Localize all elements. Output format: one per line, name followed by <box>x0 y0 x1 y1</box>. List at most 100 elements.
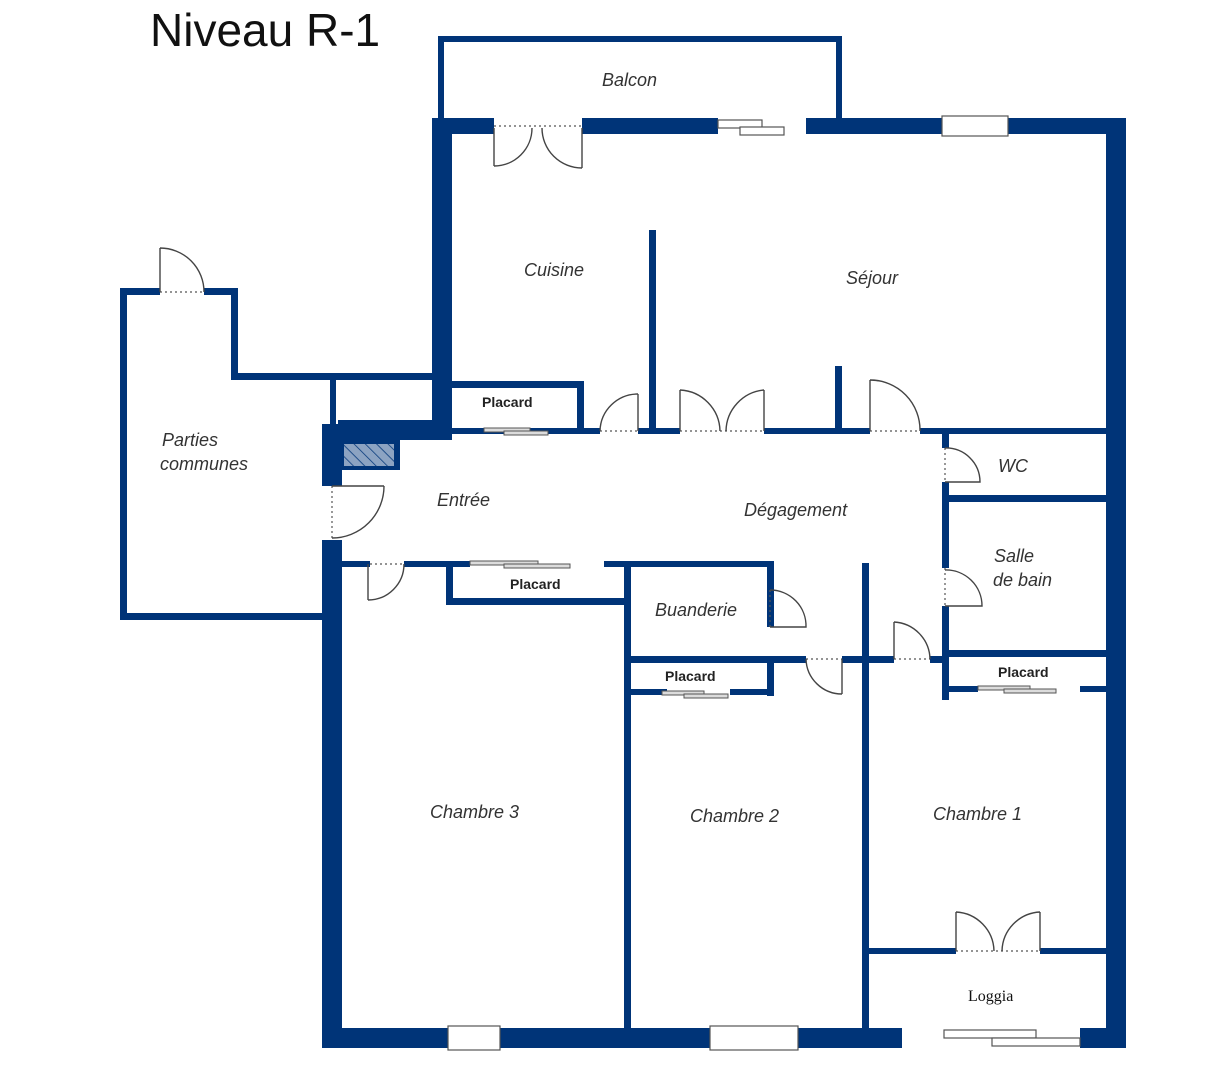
bath-bottom-wall <box>942 650 1108 657</box>
sejour-door-2 <box>869 379 921 432</box>
top-wall-2 <box>582 118 718 134</box>
entrance-left-wall-upper <box>322 424 342 486</box>
walls <box>120 36 1126 1048</box>
label-placard-cuisine: Placard <box>482 394 533 410</box>
loggia-door-left <box>955 911 995 952</box>
sejour-window <box>941 115 1009 137</box>
balcony-railing-left <box>438 36 444 120</box>
label-entree: Entrée <box>437 490 490 510</box>
doors <box>159 125 1041 952</box>
label-wc: WC <box>998 456 1029 476</box>
plan-title: Niveau R-1 <box>150 4 380 56</box>
label-parties-communes-1: Parties <box>162 430 218 450</box>
label-buanderie: Buanderie <box>655 600 737 620</box>
chambre3-chambre2-wall <box>624 563 631 1033</box>
label-chambre-3: Chambre 3 <box>430 802 519 822</box>
chambre2-door-header-left <box>842 656 894 663</box>
chambre2-chambre1-wall <box>862 563 869 1033</box>
placard-entree-left <box>446 561 453 605</box>
sejour-door-left <box>679 389 721 432</box>
wc-left-wall-top <box>942 430 949 448</box>
right-wall <box>1106 118 1126 1048</box>
label-placard-chambre-2: Placard <box>665 668 716 684</box>
balcony-railing-right <box>836 36 842 120</box>
common-top-wall-left <box>120 288 160 295</box>
label-cuisine: Cuisine <box>524 260 584 280</box>
kitchen-door <box>599 393 639 432</box>
placard1-door-2 <box>1003 688 1057 694</box>
corridor-top-wall-2 <box>638 428 680 434</box>
chambre3-top-wall-3 <box>604 561 774 567</box>
corridor-top-wall-3 <box>764 428 870 434</box>
top-wall-4 <box>1008 118 1126 134</box>
entrance-door <box>331 485 385 539</box>
label-chambre-2: Chambre 2 <box>690 806 779 826</box>
placard2-door-1 <box>661 690 705 696</box>
chambre2-window <box>709 1025 799 1051</box>
windows <box>447 115 1081 1051</box>
placard2-door-2 <box>683 693 729 699</box>
loggia-slide-2 <box>991 1037 1081 1047</box>
placard2-bottom-left <box>631 689 667 695</box>
placard2-right-wall <box>767 656 774 696</box>
sejour-stub-wall <box>835 366 842 434</box>
chambre3-top-wall-1 <box>342 561 370 567</box>
kitchen-sejour-wall <box>649 230 656 434</box>
bottom-wall-3 <box>798 1028 902 1048</box>
corridor-top-wall-4 <box>920 428 1110 434</box>
common-bottom-wall <box>120 613 328 620</box>
label-balcon: Balcon <box>602 70 657 90</box>
placard-entree-bottom <box>446 598 628 605</box>
common-left-wall <box>120 288 127 620</box>
chambre1-door-header-right <box>930 656 948 663</box>
chambre3-door <box>367 563 405 601</box>
label-loggia: Loggia <box>968 988 1013 1005</box>
label-placard-chambre-1: Placard <box>998 664 1049 680</box>
loggia-top-wall-left <box>866 948 956 954</box>
loggia-top-wall-right <box>1040 948 1110 954</box>
chambre3-window <box>447 1025 501 1051</box>
label-salle-de-bain-2: de bain <box>993 570 1052 590</box>
kitchen-left-wall <box>432 118 452 440</box>
chambre3-top-wall-2 <box>404 561 470 567</box>
bathroom-door <box>944 569 983 607</box>
label-placard-entree: Placard <box>510 576 561 592</box>
loggia-door-right <box>1001 911 1041 952</box>
entrance-top-wall <box>322 424 452 440</box>
top-wall-3 <box>806 118 942 134</box>
chambre2-door <box>805 658 843 695</box>
chambre1-door <box>893 621 931 660</box>
bottom-wall-4 <box>1080 1028 1126 1048</box>
chambre3-left-wall <box>322 540 342 1048</box>
label-chambre-1: Chambre 1 <box>933 804 1022 824</box>
label-parties-communes-2: communes <box>160 454 248 474</box>
common-top-wall-right <box>204 288 238 295</box>
common-step-wall <box>231 288 238 380</box>
room-labels: Balcon Cuisine Séjour Parties communes E… <box>160 70 1052 1005</box>
label-sejour: Séjour <box>846 268 899 288</box>
placard1-bottom-right <box>1080 686 1108 692</box>
placard-cuisine-top <box>452 381 584 388</box>
label-salle-de-bain-1: Salle <box>994 546 1034 566</box>
balcony-door-right <box>541 127 583 169</box>
placard-entree-door-2 <box>503 563 571 569</box>
common-ledge <box>338 420 434 425</box>
placard-cuisine-door-2 <box>503 430 549 436</box>
common-divider-wall <box>330 373 336 427</box>
balcony-door-left <box>493 127 533 167</box>
bottom-wall-2 <box>500 1028 710 1048</box>
label-degagement: Dégagement <box>744 500 848 520</box>
bottom-wall-1 <box>322 1028 448 1048</box>
wc-bottom-wall <box>942 495 1108 502</box>
balcony-railing-top <box>438 36 842 42</box>
buanderie-door <box>769 589 807 628</box>
loggia-slide-1 <box>943 1029 1037 1039</box>
wc-bath-left-wall <box>942 482 949 568</box>
buanderie-bottom-wall <box>624 656 806 663</box>
placard2-bottom-right <box>730 689 774 695</box>
placard-cuisine-right <box>577 381 584 433</box>
wc-door <box>944 447 981 483</box>
placard1-bottom-left <box>942 686 978 692</box>
common-door <box>159 247 205 293</box>
